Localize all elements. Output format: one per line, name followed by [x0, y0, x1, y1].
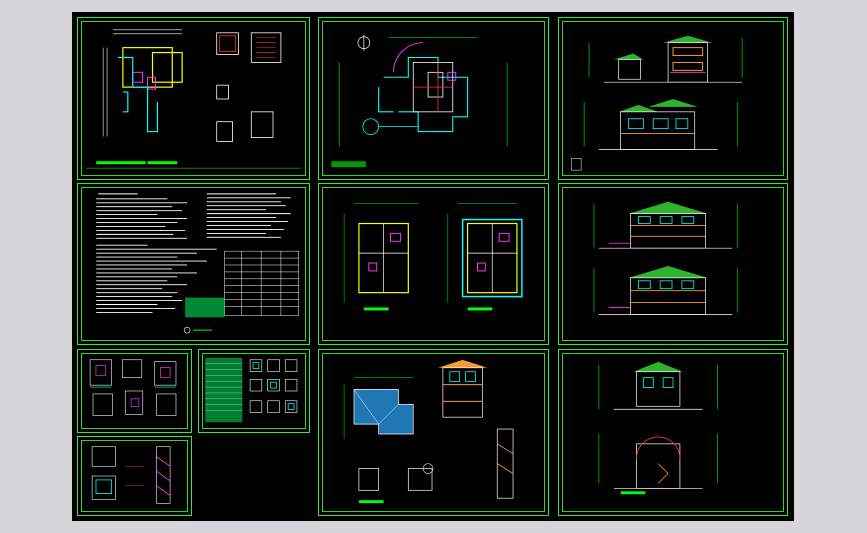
sheet-site-plan[interactable] [318, 17, 549, 180]
sheet-design-notes[interactable] [77, 183, 310, 345]
sheet-roof-plan-sections[interactable] [318, 349, 549, 516]
sheet-6-drawing [593, 201, 738, 315]
sheet-5-drawing [343, 203, 523, 311]
sheet-elevations-1[interactable] [558, 17, 788, 180]
sheet-10-drawing [91, 446, 171, 504]
drawing-canvas [72, 12, 794, 521]
sheet-4-drawing [96, 193, 299, 334]
sheet-floor-plan-details[interactable] [77, 17, 310, 180]
sheet-7-drawing [89, 359, 177, 416]
sheet-1-drawing [86, 29, 301, 169]
sheet-floor-plans[interactable] [318, 183, 549, 345]
sheet-details-2[interactable] [77, 436, 192, 516]
sheet-2-drawing [331, 34, 508, 168]
sheet-3-drawing [571, 35, 743, 171]
sheet-11-drawing [598, 361, 718, 495]
sheet-elevations-2[interactable] [558, 183, 788, 345]
sheet-9-drawing [343, 359, 514, 504]
sheet-8-drawing [205, 357, 298, 423]
sheet-details-1[interactable] [77, 349, 192, 433]
sheet-sections[interactable] [558, 349, 788, 516]
sheet-schedule-details[interactable] [198, 349, 310, 433]
